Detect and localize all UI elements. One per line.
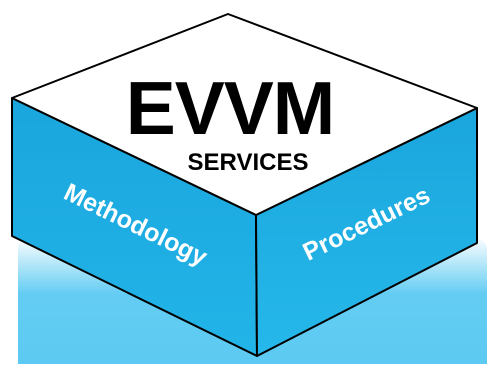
cube-title: EVVM — [126, 66, 335, 150]
top-face — [11, 13, 478, 216]
cube-subtitle: SERVICES — [188, 149, 309, 176]
